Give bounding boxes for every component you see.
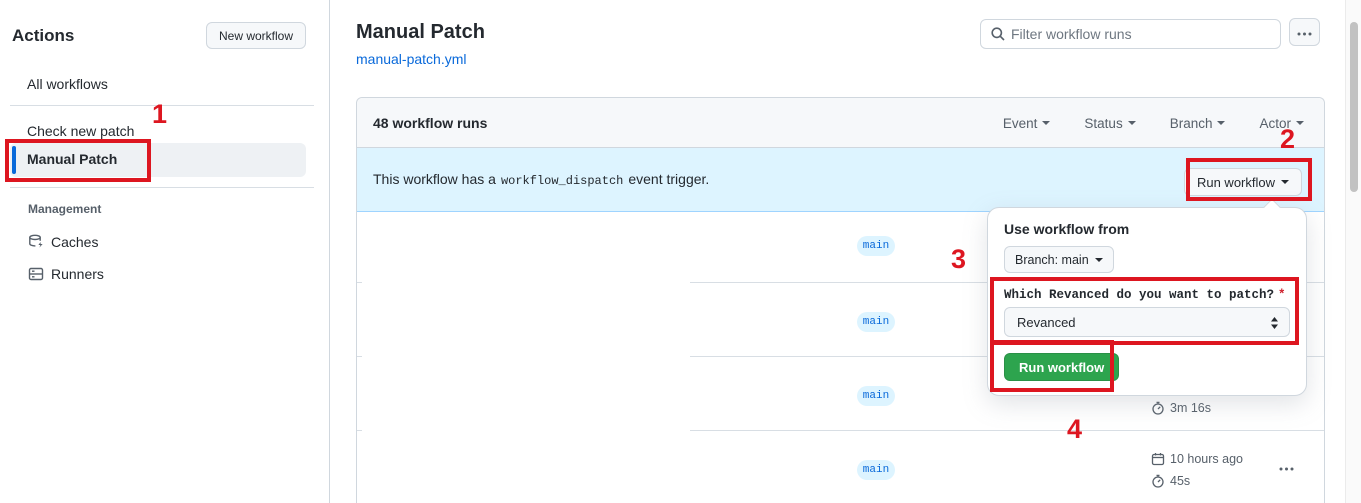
required-asterisk: * [1278, 288, 1286, 302]
chevron-down-icon [1281, 180, 1289, 188]
run-workflow-popover: Use workflow from Branch: main Which Rev… [987, 198, 1307, 396]
run-workflow-dropdown-button[interactable]: Run workflow [1183, 168, 1302, 196]
filter-workflow-runs-input[interactable] [1011, 20, 1276, 48]
row-divider [357, 356, 362, 357]
sidebar-item-all-workflows[interactable]: All workflows [27, 76, 108, 92]
chevron-down-icon [1042, 121, 1051, 129]
status-filter-dropdown[interactable]: Status [1084, 116, 1136, 131]
workflow-file-link[interactable]: manual-patch.yml [356, 51, 467, 67]
kebab-horizontal-icon [1297, 25, 1312, 39]
runs-filter-bar: Event Status Branch Actor [1003, 98, 1304, 148]
run-date: 10 hours ago [1151, 452, 1243, 466]
revanced-select[interactable]: Revanced [1004, 307, 1290, 337]
branch-badge[interactable]: main [857, 312, 895, 332]
branch-badge[interactable]: main [857, 386, 895, 406]
page-scrollbar[interactable] [1345, 0, 1361, 503]
stopwatch-icon [1151, 474, 1165, 488]
sidebar-selected-accent-bar [12, 146, 16, 174]
run-duration: 3m 16s [1151, 401, 1211, 415]
new-workflow-button[interactable]: New workflow [206, 22, 307, 49]
branch-filter-dropdown[interactable]: Branch [1170, 116, 1226, 131]
chevron-down-icon [1127, 121, 1136, 129]
workflow-dispatch-code: workflow_dispatch [500, 174, 624, 188]
actor-filter-dropdown[interactable]: Actor [1259, 116, 1304, 131]
stopwatch-icon [1151, 401, 1165, 415]
runs-list-header: 48 workflow runs Event Status Branch Act… [357, 98, 1324, 148]
page-title: Manual Patch [356, 21, 485, 43]
calendar-icon [1151, 452, 1165, 466]
event-filter-dropdown[interactable]: Event [1003, 116, 1051, 131]
sidebar-divider [10, 105, 314, 106]
search-icon [990, 26, 1006, 47]
management-section-label: Management [28, 202, 102, 216]
sidebar-item-label: Runners [51, 266, 104, 282]
cache-icon [28, 234, 44, 250]
run-duration: 45s [1151, 474, 1190, 488]
workflow-input-label: Which Revanced do you want to patch?* [1004, 288, 1286, 302]
chevron-down-icon [1296, 121, 1304, 129]
sidebar-item-check-new-patch[interactable]: Check new patch [27, 123, 135, 139]
popover-title: Use workflow from [1004, 221, 1130, 237]
sidebar-item-manual-patch[interactable]: Manual Patch [27, 151, 118, 167]
branch-selector-button[interactable]: Branch: main [1004, 246, 1114, 273]
row-divider [357, 282, 362, 283]
sidebar-item-label: Caches [51, 234, 99, 250]
sidebar-item-caches[interactable]: Caches [28, 234, 98, 250]
branch-badge[interactable]: main [857, 460, 895, 480]
sidebar-divider [10, 187, 314, 188]
chevron-down-icon [1217, 121, 1226, 129]
workflow-options-kebab-button[interactable] [1289, 18, 1320, 46]
filter-workflow-runs-field [980, 19, 1281, 49]
workflow-runs-count: 48 workflow runs [373, 114, 488, 131]
sidebar-selected-highlight[interactable] [10, 143, 306, 177]
branch-badge[interactable]: main [857, 236, 895, 256]
chevron-down-icon [1094, 257, 1103, 266]
sidebar-title: Actions [12, 26, 75, 45]
run-workflow-submit-button[interactable]: Run workflow [1004, 353, 1120, 381]
select-updown-icon [1270, 316, 1279, 333]
kebab-horizontal-icon [1279, 458, 1294, 474]
row-divider [690, 430, 1324, 431]
sidebar-item-runners[interactable]: Runners [28, 266, 104, 282]
scrollbar-thumb[interactable] [1350, 22, 1358, 192]
run-row-kebab-button[interactable] [1279, 458, 1294, 474]
server-icon [28, 266, 44, 282]
row-divider [357, 430, 362, 431]
workflows-sidebar: Actions New workflow All workflows Check… [0, 0, 330, 503]
